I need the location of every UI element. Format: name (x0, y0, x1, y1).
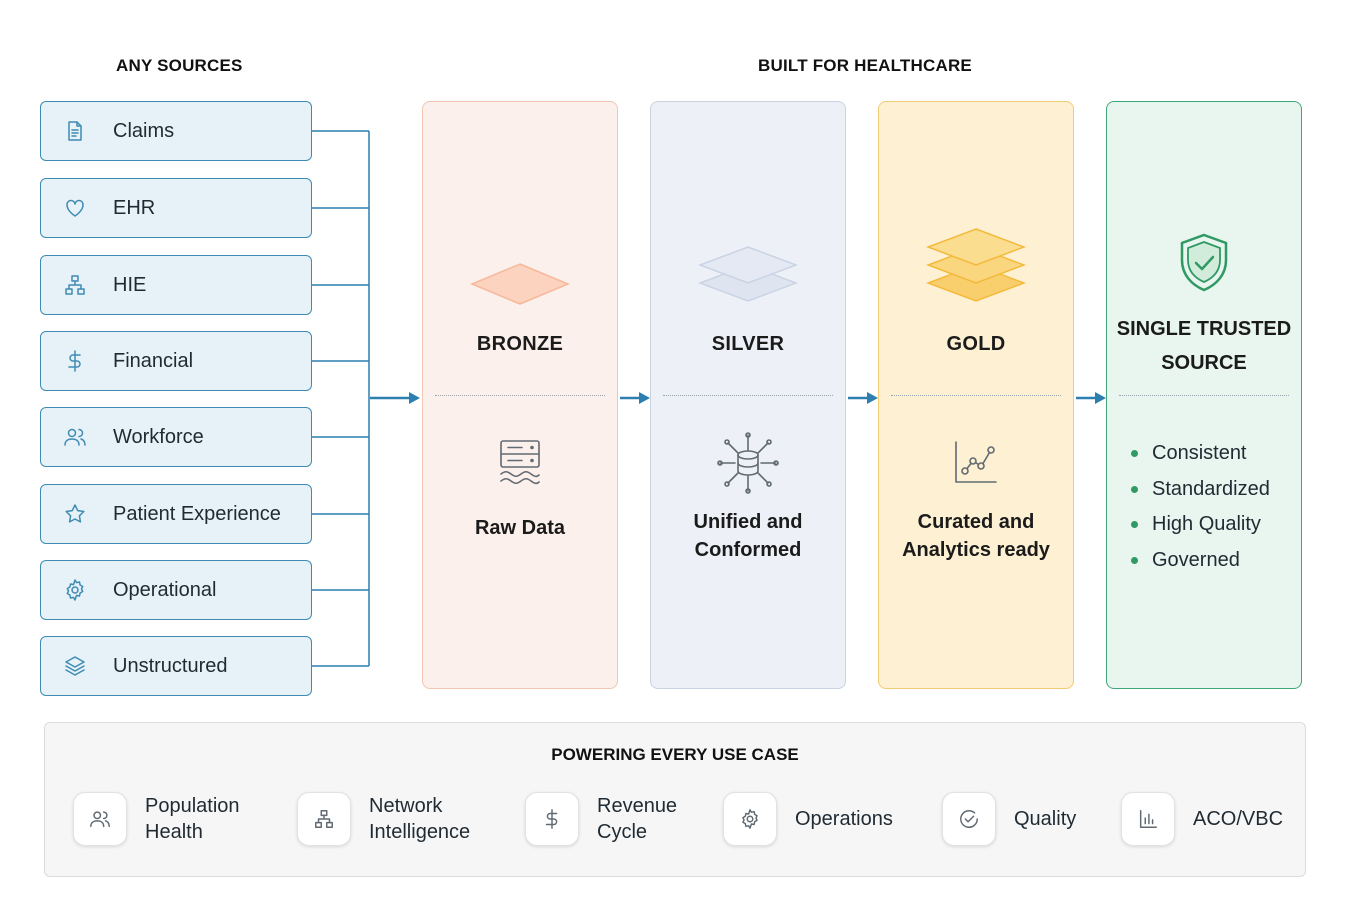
gold-layer-card: GOLD Curated and Analytics ready (878, 101, 1074, 689)
use-cases-title: POWERING EVERY USE CASE (551, 745, 799, 764)
source-unstructured: Unstructured (40, 636, 312, 696)
source-label: Unstructured (113, 654, 228, 677)
source-workforce: Workforce (40, 407, 312, 467)
source-claims: Claims (40, 101, 312, 161)
star-icon (63, 502, 87, 526)
arrow-to-gold-head (867, 392, 878, 404)
gold-description: Curated and Analytics ready (902, 511, 1050, 561)
check-circle-icon (942, 792, 996, 846)
silver-title: SILVER (711, 333, 785, 355)
server-data-icon (423, 438, 617, 486)
bronze-title: BRONZE (476, 333, 564, 355)
arrow-to-bronze-head (409, 392, 420, 404)
line-chart-icon (879, 439, 1073, 485)
source-label: Patient Experience (113, 502, 281, 525)
bronze-layer-icon (423, 262, 617, 306)
bullet-item: Governed (1131, 543, 1270, 579)
bullet-dot (1131, 521, 1138, 529)
source-label: Operational (113, 578, 217, 601)
heart-icon (63, 196, 87, 220)
document-icon (63, 119, 87, 143)
usecase-operations: Operations (723, 791, 893, 847)
bullet-dot (1131, 556, 1138, 564)
usecase-label: Operations (795, 808, 893, 830)
source-hie: HIE (40, 255, 312, 315)
source-operational: Operational (40, 560, 312, 620)
single-trusted-source-card: SINGLE TRUSTED SOURCE Consistent Standar… (1106, 101, 1302, 689)
usecase-label: Quality (1014, 808, 1077, 830)
usecase-quality: Quality (942, 791, 1076, 847)
silver-description: Unified and Conformed (693, 511, 803, 561)
source-ehr: EHR (40, 178, 312, 238)
bar-chart-icon (1121, 792, 1175, 846)
users-icon (73, 792, 127, 846)
source-financial: Financial (40, 331, 312, 391)
silver-layer-card: SILVER Unified and Conformed (650, 101, 846, 689)
source-label: Financial (113, 349, 194, 372)
dollar-icon (525, 792, 579, 846)
bullet-dot (1131, 485, 1138, 493)
bronze-description: Raw Data (474, 517, 566, 539)
arrow-to-trusted-head (1095, 392, 1106, 404)
dollar-icon (63, 349, 87, 373)
bullet-item: High Quality (1131, 507, 1270, 543)
silver-layer-icon (651, 245, 845, 305)
source-label: Claims (113, 119, 175, 142)
users-icon (63, 425, 87, 449)
any-sources-heading: ANY SOURCES (116, 56, 243, 75)
network-icon (297, 792, 351, 846)
bullet-item: Consistent (1131, 436, 1270, 472)
database-hub-icon (651, 432, 845, 494)
trusted-bullets: Consistent Standardized High Quality Gov… (1131, 436, 1270, 578)
gold-title: GOLD (946, 333, 1006, 355)
bronze-layer-card: BRONZE Raw Data (422, 101, 618, 689)
arrow-to-silver-head (639, 392, 650, 404)
gold-layer-icon (879, 227, 1073, 305)
gear-icon (63, 578, 87, 602)
trusted-title: SINGLE TRUSTED SOURCE (1116, 318, 1292, 374)
built-for-healthcare-heading: BUILT FOR HEALTHCARE (758, 56, 972, 75)
divider (663, 395, 833, 396)
usecase-label: ACO/VBC (1193, 808, 1284, 830)
divider (891, 395, 1061, 396)
bullet-dot (1131, 450, 1138, 458)
source-label: Workforce (113, 425, 204, 448)
layers-icon (63, 654, 87, 678)
bullet-item: Standardized (1131, 472, 1270, 508)
shield-check-icon (1107, 232, 1301, 294)
divider (1119, 395, 1289, 396)
usecase-aco-vbc: ACO/VBC (1121, 791, 1283, 847)
divider (435, 395, 605, 396)
source-patient-experience: Patient Experience (40, 484, 312, 544)
source-label: HIE (113, 273, 147, 296)
gear-icon (723, 792, 777, 846)
network-icon (63, 273, 87, 297)
source-label: EHR (113, 196, 156, 219)
